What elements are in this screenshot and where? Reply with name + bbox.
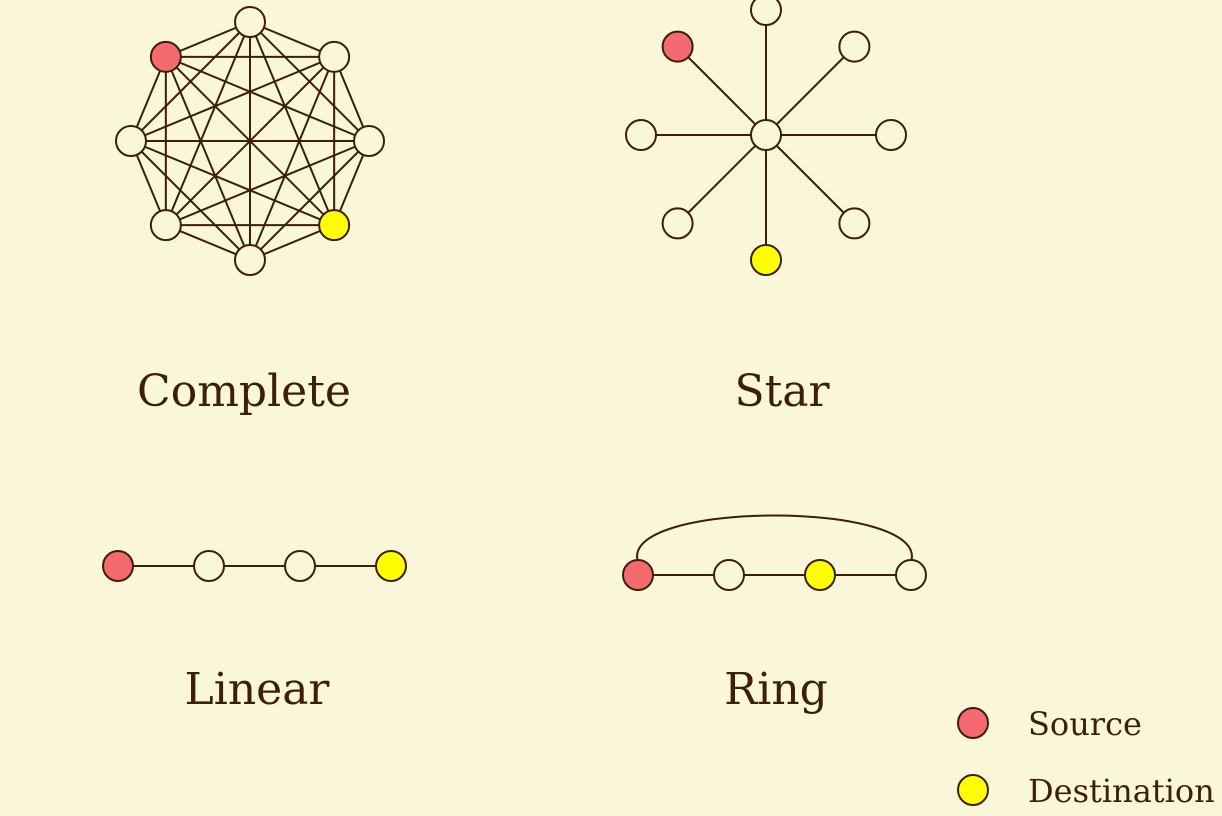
complete-node-destination bbox=[318, 209, 351, 242]
linear-node-destination bbox=[375, 550, 407, 582]
legend: Source Destination bbox=[957, 705, 1215, 810]
ring-node-default bbox=[713, 559, 745, 591]
complete-node-default bbox=[234, 244, 266, 276]
linear-label: Linear bbox=[185, 664, 331, 715]
star-edge bbox=[765, 45, 856, 136]
star-label: Star bbox=[734, 366, 830, 417]
star-leaf-node-source bbox=[661, 30, 694, 63]
legend-source-swatch bbox=[957, 707, 989, 739]
star-leaf-node-default bbox=[750, 0, 782, 26]
star-leaf-node-default bbox=[838, 30, 871, 63]
ring-node-source bbox=[622, 559, 654, 591]
ring-graph bbox=[622, 514, 927, 591]
complete-node-source bbox=[149, 40, 182, 73]
legend-destination-label: Destination bbox=[1028, 772, 1215, 810]
ring-node-destination bbox=[804, 559, 836, 591]
star-leaf-node-default bbox=[838, 207, 871, 240]
ring-node-default bbox=[895, 559, 927, 591]
complete-node-default bbox=[149, 209, 182, 242]
star-leaf-node-default bbox=[661, 207, 694, 240]
complete-label: Complete bbox=[137, 366, 351, 417]
star-leaf-node-destination bbox=[750, 244, 782, 276]
star-graph bbox=[625, 0, 907, 276]
complete-edge bbox=[165, 56, 335, 226]
star-hub-node bbox=[750, 119, 782, 151]
star-edge bbox=[676, 45, 767, 136]
complete-graph bbox=[115, 6, 385, 276]
complete-node-default bbox=[115, 125, 147, 157]
complete-node-default bbox=[353, 125, 385, 157]
star-edge bbox=[765, 134, 856, 225]
complete-edge bbox=[165, 55, 370, 142]
complete-edge bbox=[164, 56, 251, 261]
star-leaf-node-default bbox=[875, 119, 907, 151]
linear-graph bbox=[102, 550, 407, 582]
linear-node-default bbox=[193, 550, 225, 582]
linear-node-default bbox=[284, 550, 316, 582]
ring-closing-arc bbox=[636, 514, 913, 563]
complete-edge bbox=[130, 140, 251, 261]
star-edge bbox=[676, 134, 767, 225]
complete-node-default bbox=[234, 6, 266, 38]
complete-node-default bbox=[318, 40, 351, 73]
linear-node-source bbox=[102, 550, 134, 582]
legend-source-label: Source bbox=[1028, 705, 1142, 743]
star-leaf-node-default bbox=[625, 119, 657, 151]
legend-destination-swatch bbox=[957, 774, 989, 806]
ring-label: Ring bbox=[724, 664, 828, 715]
